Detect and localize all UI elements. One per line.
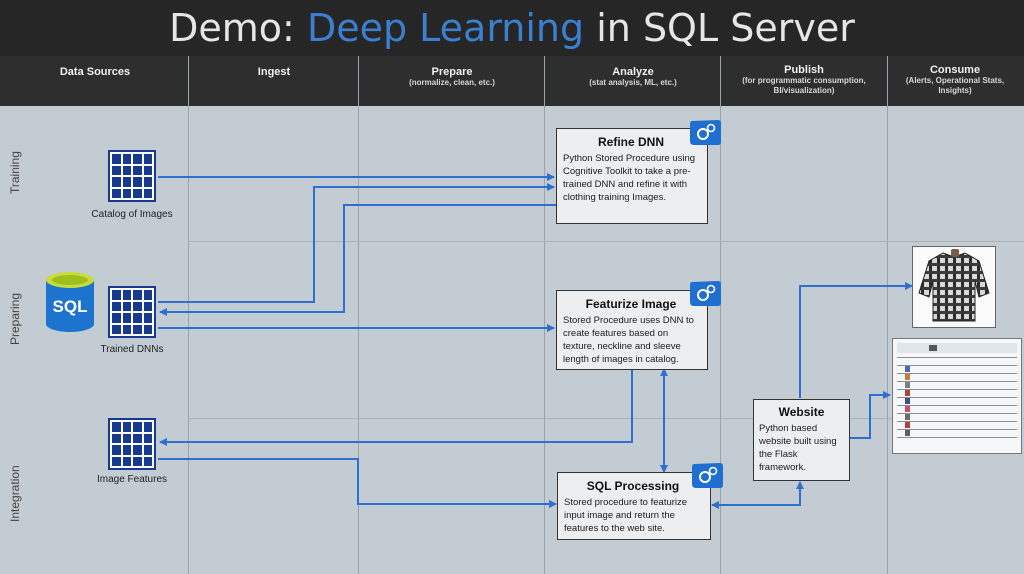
plaid-shirt-icon [918,249,990,322]
box-body: Stored procedure to featurize input imag… [564,497,688,534]
box-title: Refine DNN [597,135,664,149]
diagram-canvas [0,106,1024,574]
sql-processing-box: SQL Processing Stored procedure to featu… [557,472,711,540]
row-divider [188,418,1024,419]
arrow-features-to-sqlproc [158,458,557,508]
col-head-data-sources: Data Sources [10,66,180,78]
col-label: Consume [929,64,981,76]
col-label: Analyze [612,66,654,78]
script-gear-icon [692,463,723,488]
arrow-dnns-to-refine [158,183,555,303]
results-page-icon [897,343,1017,438]
box-body: Python Stored Procedure using Cognitive … [563,153,696,203]
title-prefix: Demo: [169,6,307,50]
box-body: Stored Procedure uses DNN to create feat… [563,315,694,365]
slide-title: Demo: Deep Learning in SQL Server [169,6,855,50]
col-sub: (stat analysis, ML, etc.) [589,78,677,87]
col-head-ingest: Ingest [190,66,358,78]
catalog-of-images-label: Catalog of Images [91,209,173,220]
results-web-page-thumbnail [892,338,1022,454]
column-divider [188,56,189,574]
column-divider [358,56,359,574]
table-grid-icon [108,150,156,202]
table-grid-icon [108,286,156,338]
title-bar: Demo: Deep Learning in SQL Server [0,0,1024,56]
arrow-featurize-to-features [159,369,633,446]
website-box: Website Python based website built using… [753,399,850,481]
col-sub: (normalize, clean, etc.) [409,78,495,87]
shirt-image [912,246,996,328]
title-accent: Deep Learning [306,6,585,50]
col-label: Ingest [257,66,291,78]
featurize-image-box: Featurize Image Stored Procedure uses DN… [556,290,708,370]
arrow-refine-to-dnns [159,204,556,316]
box-title: Featurize Image [585,297,677,311]
col-label: Data Sources [59,66,131,78]
column-divider [720,56,721,574]
row-divider [188,241,1024,242]
script-gear-icon [690,120,721,145]
database-icon: SQL [46,272,94,332]
refine-dnn-box: Refine DNN Python Stored Procedure using… [556,128,708,224]
image-features-label: Image Features [96,474,168,485]
col-sub: (Alerts, Operational Stats, Insights) [905,76,1005,95]
box-title: Website [778,405,825,419]
arrow-sqlproc-to-website [720,481,804,506]
col-head-prepare: Prepare(normalize, clean, etc.) [360,66,544,88]
arrow-website-to-results [850,391,891,439]
script-gear-icon [690,281,721,306]
col-head-analyze: Analyze(stat analysis, ML, etc.) [546,66,720,88]
arrow-website-to-shirt [799,282,913,398]
sql-logo-text: SQL [53,297,88,316]
column-divider [544,56,545,574]
col-head-consume: Consume(Alerts, Operational Stats, Insig… [890,64,1020,96]
col-head-publish: Publish(for programmatic consumption, BI… [724,64,884,96]
box-title: SQL Processing [586,479,680,493]
column-header-row: Data Sources Ingest Prepare(normalize, c… [0,56,1024,106]
table-grid-icon [108,418,156,470]
column-divider [887,56,888,574]
title-suffix: in SQL Server [584,6,855,50]
arrow-website-to-sqlproc [711,482,801,509]
col-label: Prepare [431,66,473,78]
box-body: Python based website built using the Fla… [759,423,837,473]
col-sub: (for programmatic consumption, BI/visual… [742,76,866,95]
trained-dnns-label: Trained DNNs [100,344,164,355]
col-label: Publish [784,64,824,76]
